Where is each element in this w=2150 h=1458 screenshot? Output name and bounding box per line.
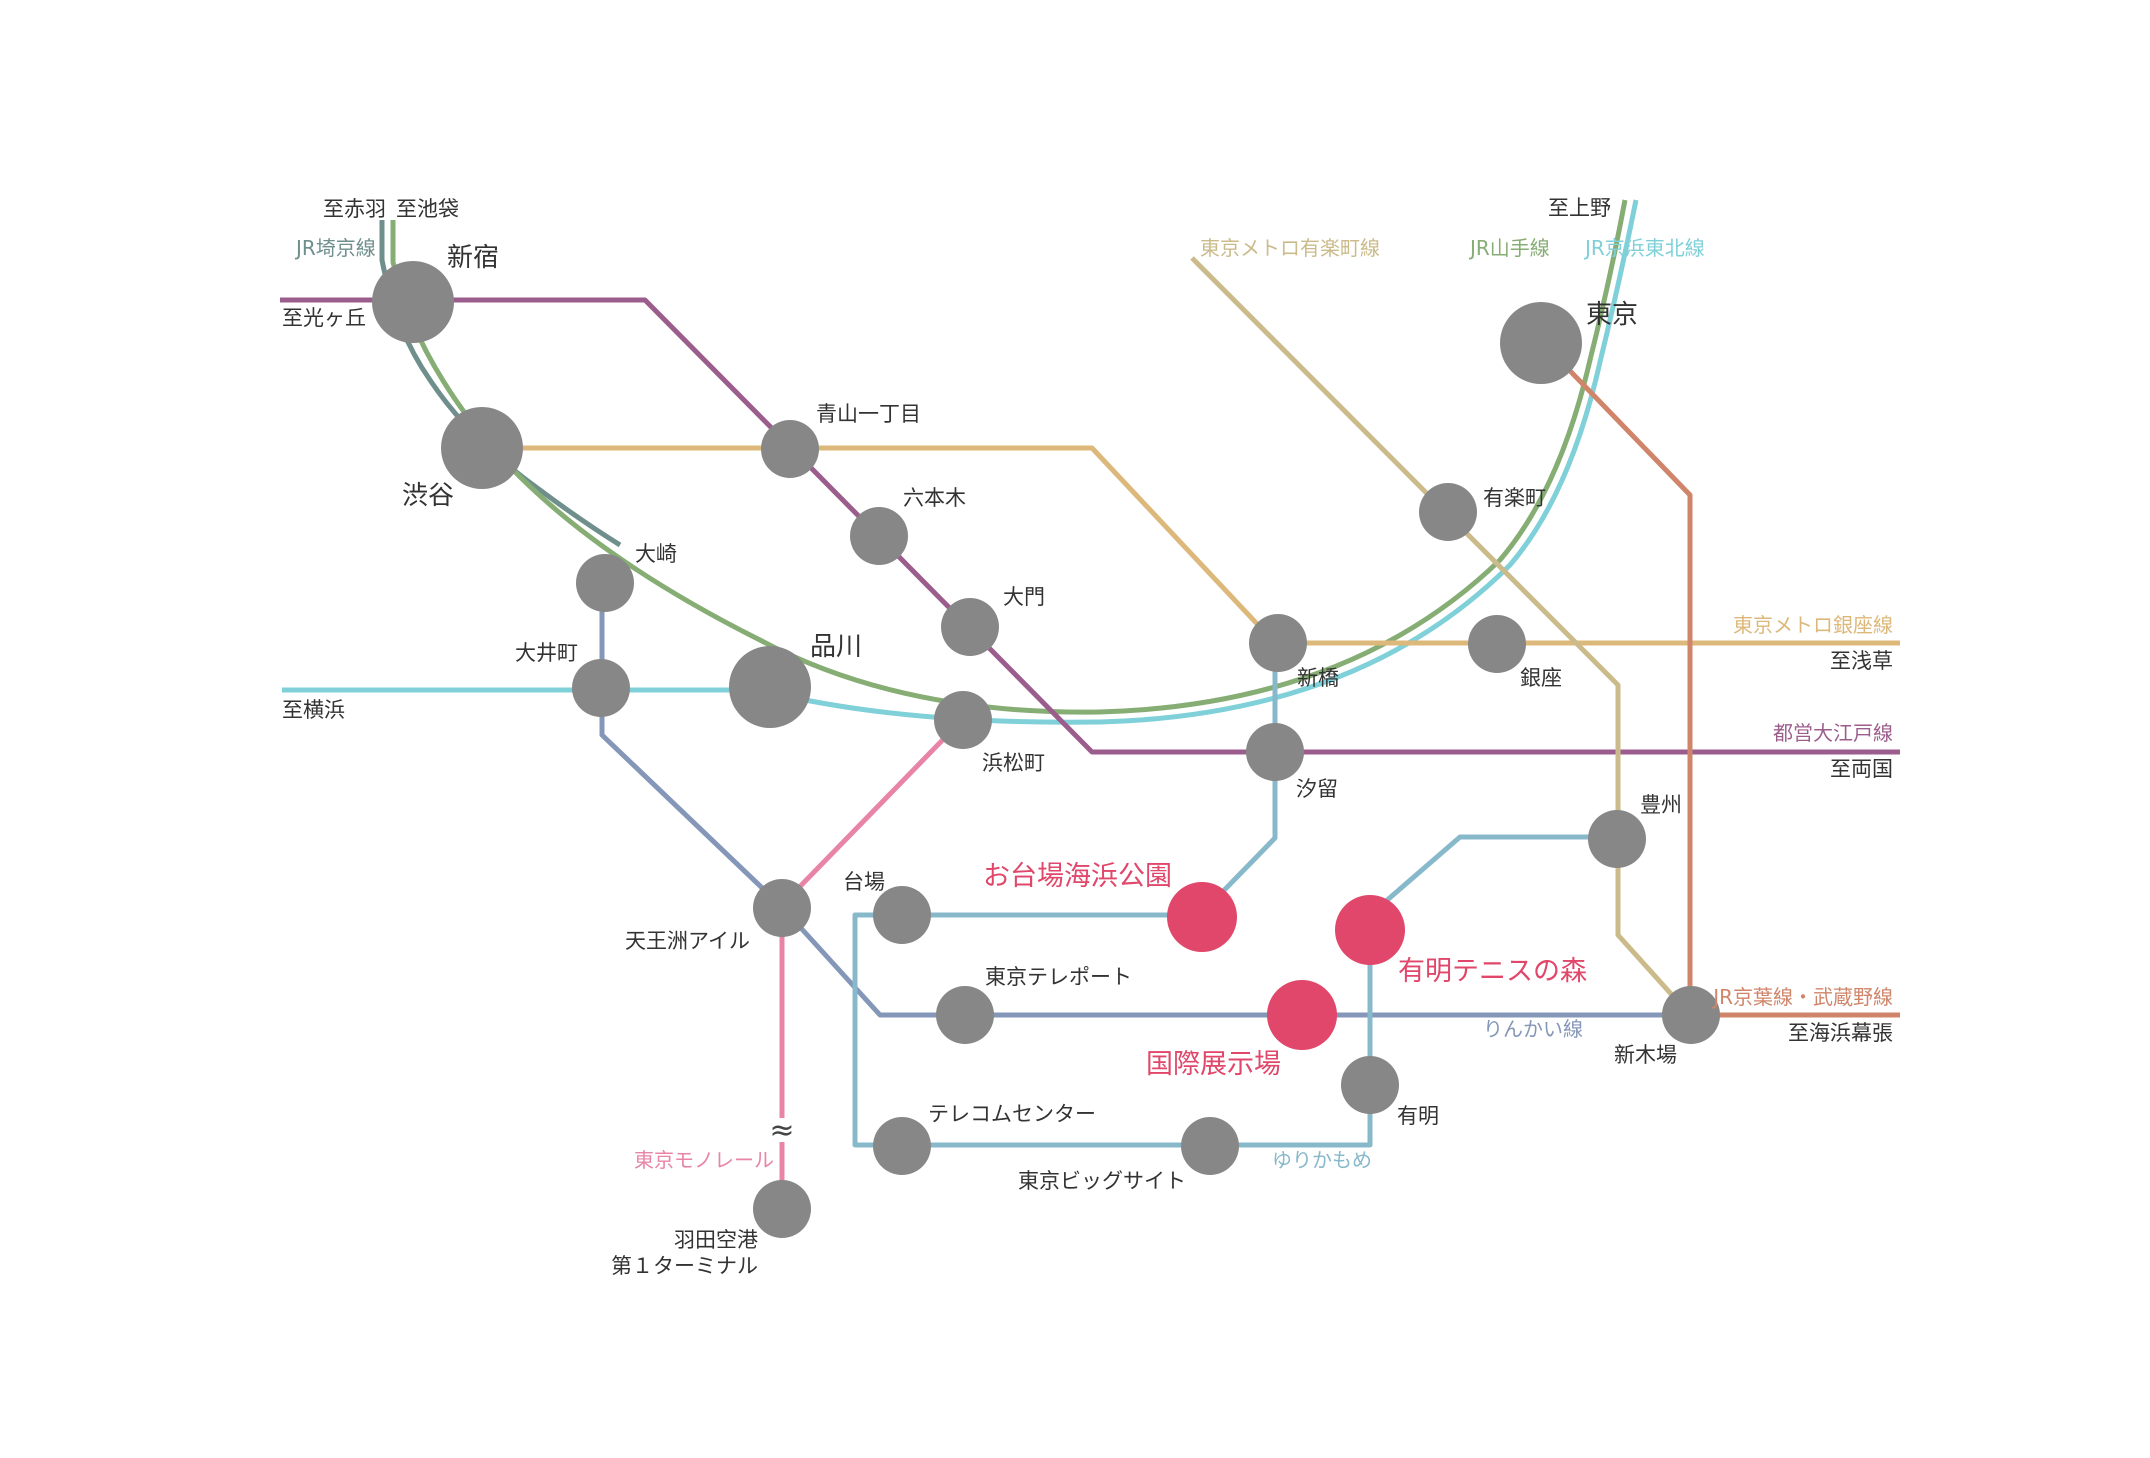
- line-label-saikyo: JR埼京線: [294, 236, 376, 260]
- label-oimachi: 大井町: [515, 641, 578, 665]
- label-daiba: 台場: [843, 870, 885, 894]
- label-shinjuku: 新宿: [447, 243, 499, 273]
- line-label-keiyo: JR京葉線・武蔵野線: [1711, 985, 1893, 1009]
- ginza-line: [480, 445, 1900, 646]
- label-shinkiba: 新木場: [1614, 1043, 1677, 1067]
- yamanote-line: [390, 199, 1628, 715]
- station-telecom[interactable]: [873, 1117, 931, 1175]
- station-shinagawa[interactable]: [729, 646, 811, 728]
- label-osaki: 大崎: [635, 542, 677, 566]
- keiyo-line: [1543, 343, 1900, 1018]
- label-yurakucho: 有楽町: [1483, 486, 1546, 510]
- destination-hikarigaoka: 至光ヶ丘: [282, 306, 366, 330]
- destination-yokohama: 至横浜: [282, 698, 345, 722]
- station-tokyo[interactable]: [1500, 302, 1582, 384]
- line-label-yurakucho: 東京メトロ有楽町線: [1200, 236, 1380, 260]
- station-haneda[interactable]: [753, 1180, 811, 1238]
- monorail-line: [779, 718, 964, 1205]
- label-ariake: 有明: [1397, 1104, 1439, 1128]
- monorail-break-background: [768, 1118, 796, 1142]
- destination-ueno: 至上野: [1548, 196, 1611, 220]
- label-daimon: 大門: [1003, 585, 1045, 609]
- station-shiodome[interactable]: [1246, 723, 1304, 781]
- line-label-monorail: 東京モノレール: [634, 1148, 774, 1172]
- yurakucho-line: [1190, 256, 1692, 1017]
- station-tokyo-teleport[interactable]: [936, 986, 994, 1044]
- line-label-keihin-tohoku: JR京浜東北線: [1583, 236, 1705, 260]
- label-odaiba-park: お台場海浜公園: [983, 861, 1172, 892]
- station-odaiba-park[interactable]: [1167, 882, 1237, 952]
- station-big-sight[interactable]: [1181, 1117, 1239, 1175]
- yurikamome-line: [852, 640, 1615, 1148]
- station-shibuya[interactable]: [441, 407, 523, 489]
- label-big-sight: 東京ビッグサイト: [1018, 1169, 1186, 1193]
- destination-ryogoku: 至両国: [1830, 757, 1893, 781]
- label-ginza: 銀座: [1520, 666, 1562, 690]
- station-ginza[interactable]: [1468, 615, 1526, 673]
- station-hamamatsucho[interactable]: [934, 691, 992, 749]
- destination-ikebukuro: 至池袋: [396, 197, 459, 221]
- label-haneda-2: 第１ターミナル: [611, 1254, 758, 1278]
- station-daiba[interactable]: [873, 886, 931, 944]
- label-aoyama: 青山一丁目: [816, 402, 921, 426]
- line-label-yamanote: JR山手線: [1468, 236, 1550, 260]
- label-ariake-tennis: 有明テニスの森: [1398, 956, 1587, 987]
- station-ariake-tennis[interactable]: [1335, 895, 1405, 965]
- station-shimbashi[interactable]: [1249, 614, 1307, 672]
- label-hamamatsucho: 浜松町: [982, 751, 1045, 775]
- station-yurakucho[interactable]: [1419, 483, 1477, 541]
- line-label-rinkai: りんかい線: [1483, 1017, 1583, 1041]
- label-telecom: テレコムセンター: [928, 1102, 1096, 1126]
- label-tokyo: 東京: [1586, 300, 1638, 330]
- label-roppongi: 六本木: [903, 486, 966, 510]
- station-osaki[interactable]: [576, 554, 634, 612]
- label-tennozu: 天王洲アイル: [625, 929, 750, 953]
- label-toyosu: 豊州: [1640, 793, 1682, 817]
- oedo-line: [280, 297, 1900, 755]
- station-ariake[interactable]: [1341, 1056, 1399, 1114]
- station-daimon[interactable]: [941, 598, 999, 656]
- station-shinkiba[interactable]: [1662, 986, 1720, 1044]
- station-roppongi[interactable]: [850, 507, 908, 565]
- label-shibuya: 渋谷: [402, 481, 454, 511]
- destination-kaihin-makuhari: 至海浜幕張: [1788, 1021, 1893, 1045]
- label-shinagawa: 品川: [810, 632, 862, 662]
- line-label-oedo: 都営大江戸線: [1773, 721, 1893, 745]
- label-kokusai-tenjijo: 国際展示場: [1146, 1049, 1281, 1080]
- station-tennozu[interactable]: [753, 879, 811, 937]
- station-oimachi[interactable]: [572, 659, 630, 717]
- station-kokusai-tenjijo[interactable]: [1267, 980, 1337, 1050]
- label-shimbashi: 新橋: [1297, 666, 1339, 690]
- station-toyosu[interactable]: [1588, 810, 1646, 868]
- station-aoyama[interactable]: [761, 420, 819, 478]
- monorail-break-mark: ≈: [769, 1113, 794, 1148]
- destination-akabane: 至赤羽: [323, 197, 386, 221]
- line-label-yurikamome: ゆりかもめ: [1272, 1148, 1372, 1172]
- label-shiodome: 汐留: [1296, 777, 1338, 801]
- label-tokyo-teleport: 東京テレポート: [985, 965, 1132, 989]
- label-haneda-1: 羽田空港: [674, 1228, 758, 1252]
- station-shinjuku[interactable]: [372, 261, 454, 343]
- destination-asakusa: 至浅草: [1830, 649, 1893, 673]
- line-label-ginza: 東京メトロ銀座線: [1733, 613, 1893, 637]
